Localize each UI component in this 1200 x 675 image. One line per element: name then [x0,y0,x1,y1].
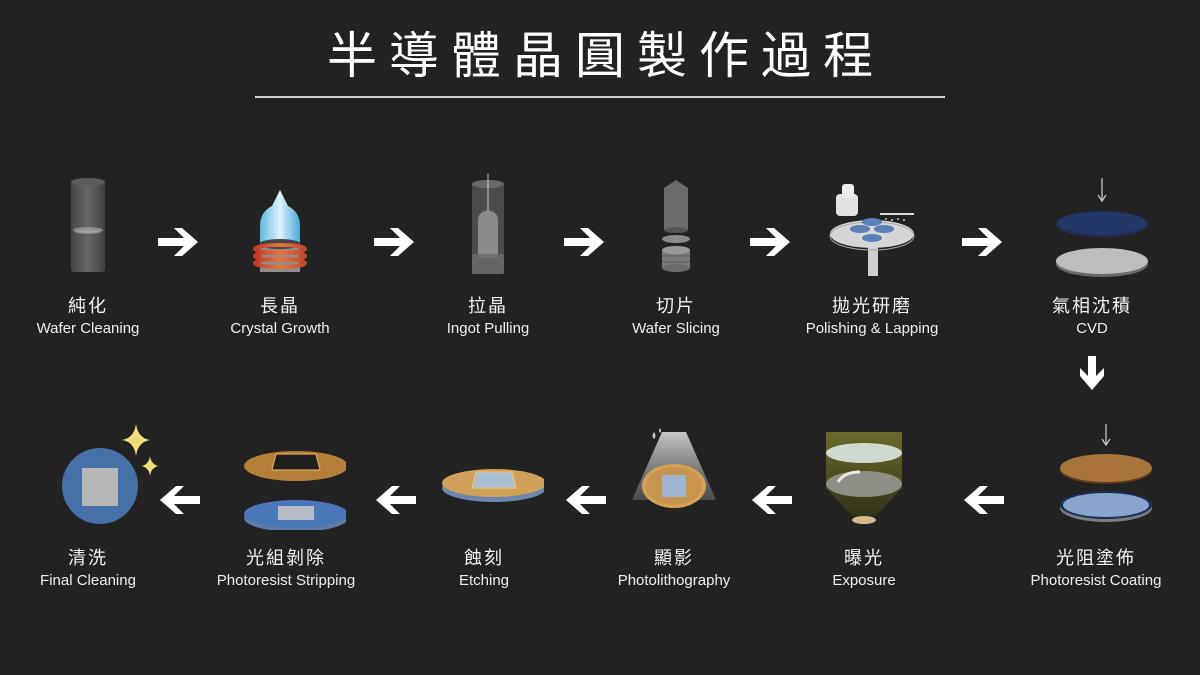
polishing-machine-icon [829,184,915,276]
title-divider [255,96,945,98]
step-label-en: Ingot Pulling [446,320,530,337]
step-label-zh: 拋光研磨 [832,296,912,317]
step-label-en: Polishing & Lapping [805,320,939,337]
arrow-down-icon [1080,356,1104,390]
step-label-zh: 切片 [656,296,696,317]
photoresist-stripping-icon [244,451,346,530]
exposure-lens-icon [826,432,902,524]
step-label-zh: 曝光 [844,548,884,569]
etching-wafer-icon [442,469,544,502]
step-label-en: Photoresist Stripping [216,572,356,589]
step-label-en: Final Cleaning [40,572,136,589]
step-label-zh: 氣相沈積 [1052,296,1132,317]
step-label-en: CVD [1076,320,1108,337]
arrow-right-icon [564,228,604,256]
page-title: 半導體晶圓製作過程 [327,27,885,85]
step-label-en: Photoresist Coating [1030,572,1162,589]
step-label-en: Exposure [832,572,896,589]
arrow-right-icon [374,228,414,256]
step-label-en: Etching [458,572,510,589]
step-label-en: Wafer Cleaning [36,320,140,337]
step-label-en: Crystal Growth [230,320,330,337]
arrow-left-icon [566,486,606,514]
step-label-zh: 拉晶 [468,296,508,317]
wafer-slicing-icon [662,180,690,272]
ingot-pulling-icon [472,174,504,274]
final-cleaning-sparkle-icon [62,424,158,524]
step-label-zh: 純化 [68,296,108,317]
arrow-right-icon [962,228,1002,256]
step-label-zh: 清洗 [68,548,108,569]
step-label-en: Wafer Slicing [632,320,720,337]
step-label-zh: 蝕刻 [464,548,504,569]
step-label-zh: 光組剝除 [246,548,326,569]
arrow-left-icon [376,486,416,514]
step-label-zh: 顯影 [654,548,694,569]
arrow-right-icon [158,228,198,256]
photolithography-icon [632,428,716,508]
crystal-growth-icon [253,190,307,272]
arrow-left-icon [964,486,1004,514]
step-label-en: Photolithography [617,572,731,589]
photoresist-coating-icon [1060,424,1152,522]
cvd-wafer-icon [1056,178,1148,277]
step-label-zh: 長晶 [260,296,300,317]
arrow-right-icon [750,228,790,256]
step-label-zh: 光阻塗佈 [1056,548,1136,569]
arrow-left-icon [160,486,200,514]
purification-cylinder-icon [71,178,105,272]
arrow-left-icon [752,486,792,514]
